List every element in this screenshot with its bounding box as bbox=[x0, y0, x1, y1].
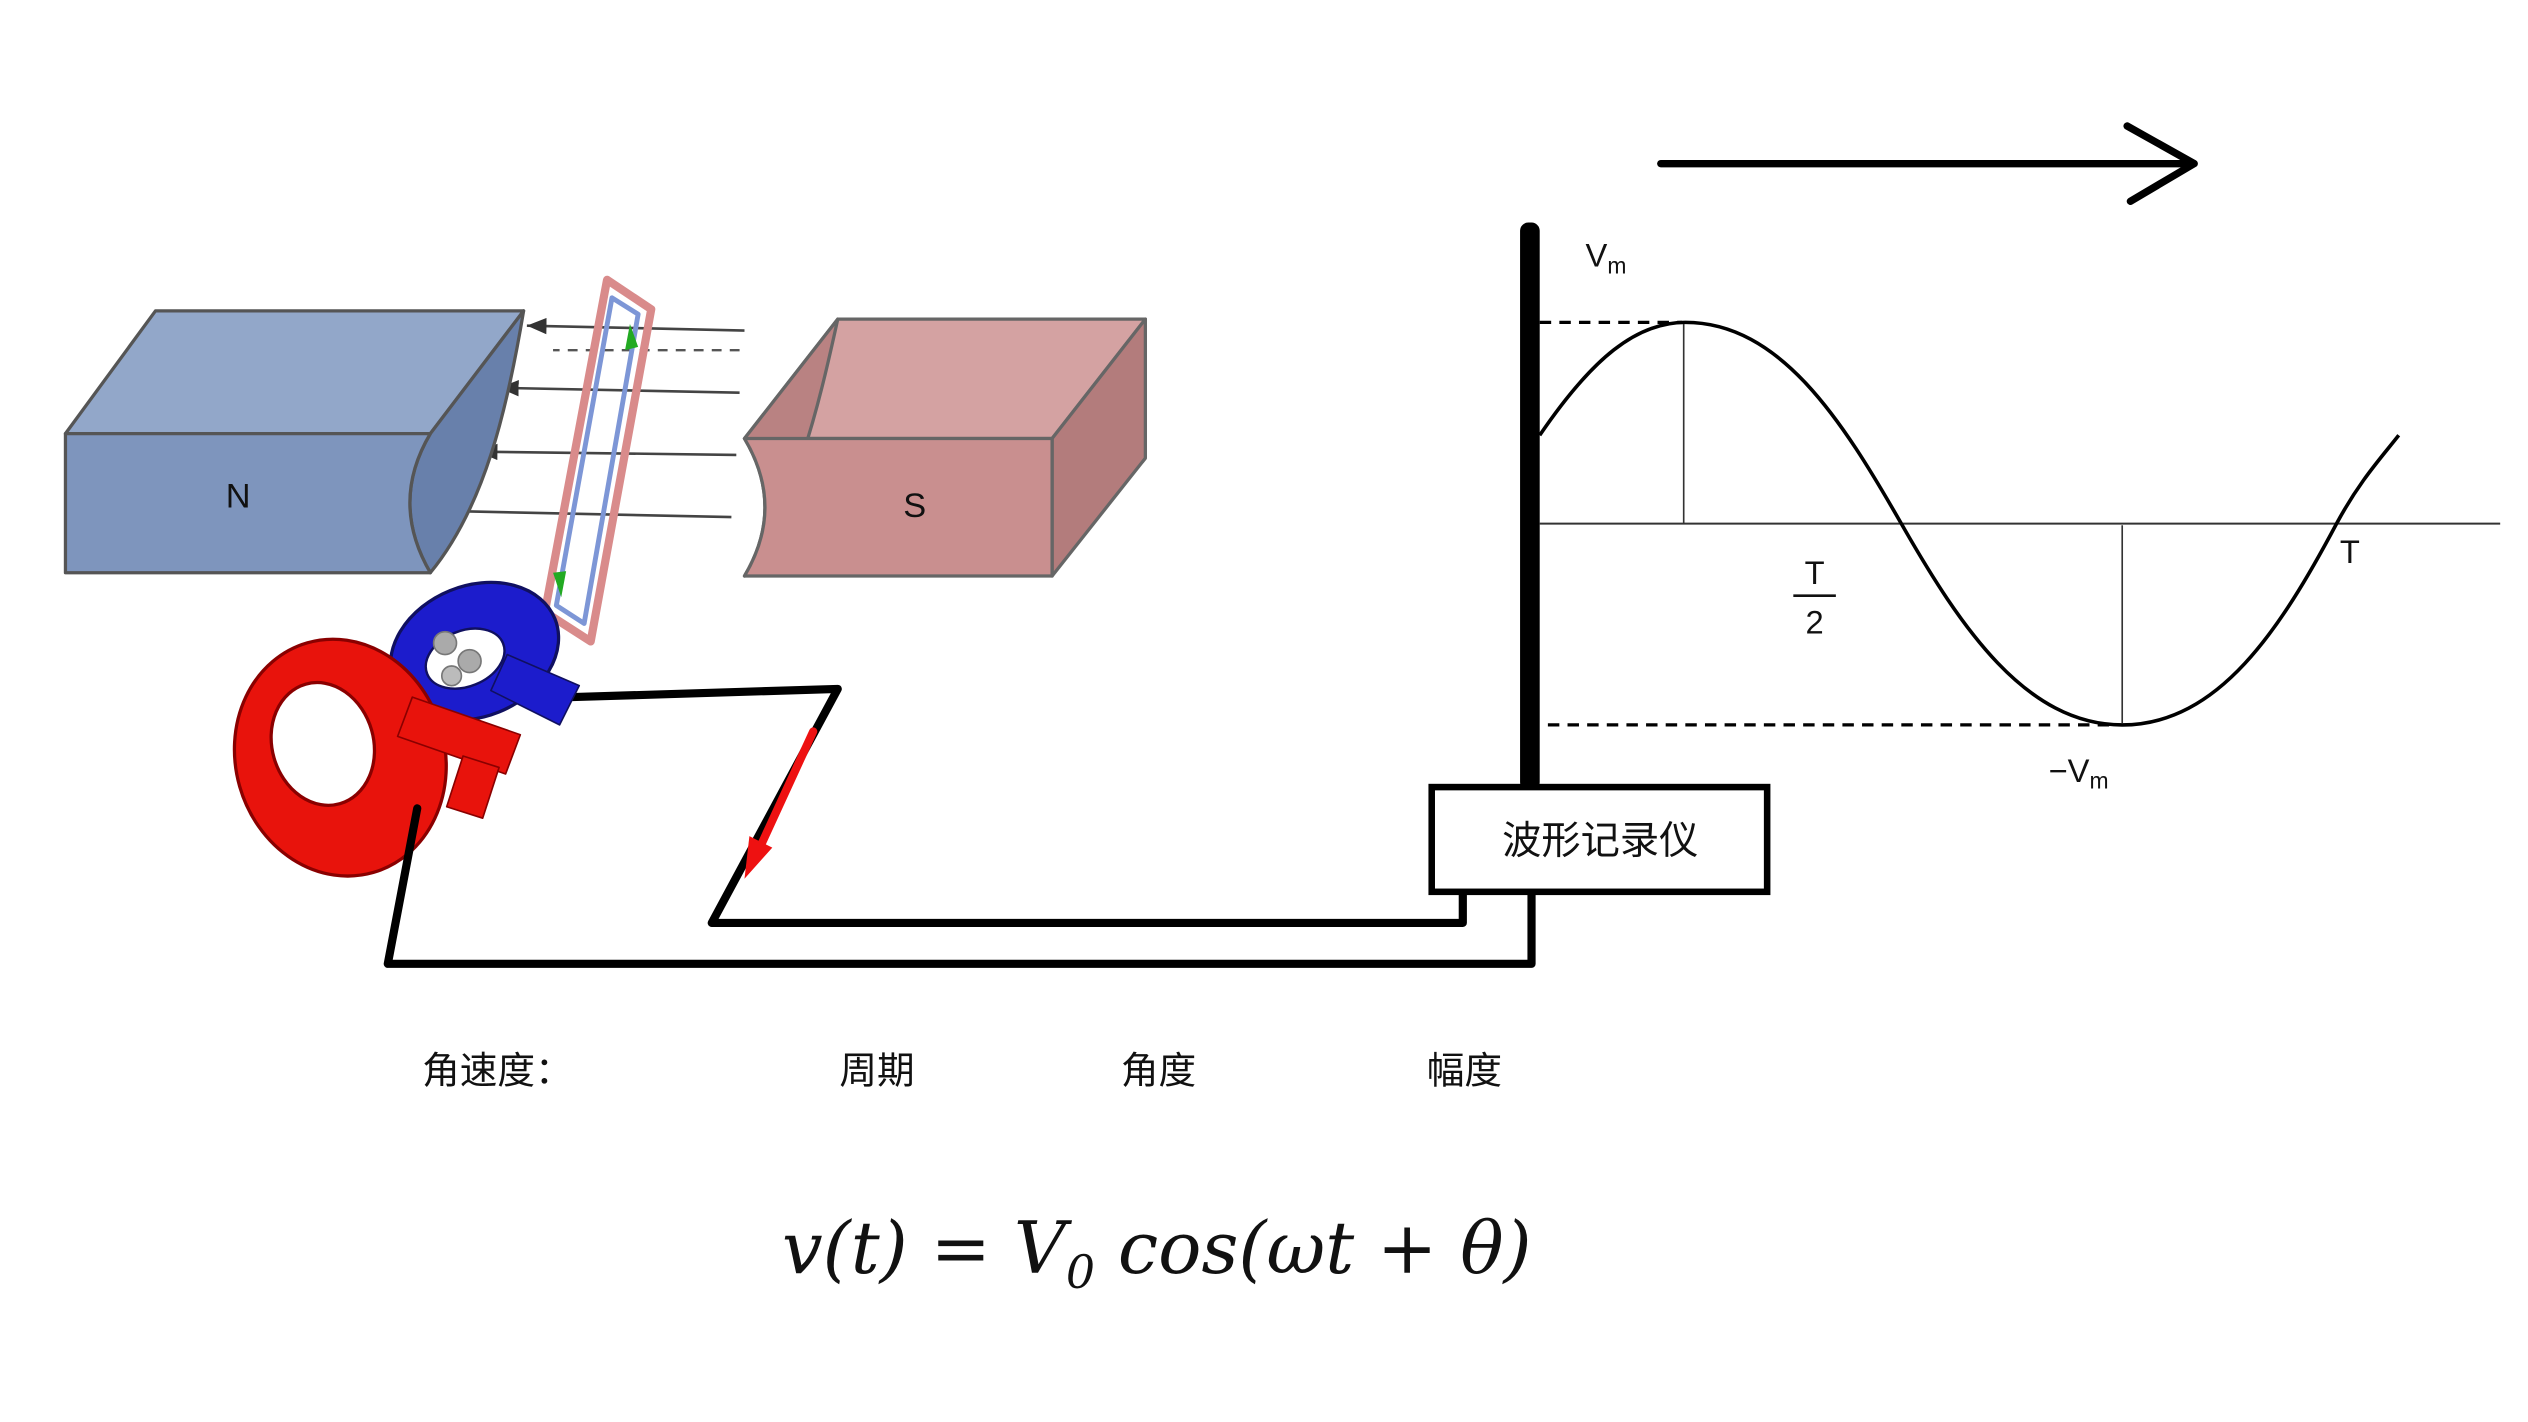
wire-bottom bbox=[383, 804, 1536, 968]
brushes bbox=[396, 630, 581, 820]
coil-current-arrow-icon bbox=[553, 571, 567, 598]
bearing-ball bbox=[440, 665, 463, 687]
svg-text:T: T bbox=[1805, 554, 1825, 591]
period-label: 周期 bbox=[839, 1049, 914, 1091]
voltage-formula: v(t) = V0 cos(ωt + θ) bbox=[782, 1206, 1532, 1299]
parameter-labels: 角速度： 周期 角度 幅度 bbox=[422, 1049, 1502, 1091]
field-line-arrow bbox=[477, 443, 737, 461]
angular-velocity-label: 角速度： bbox=[422, 1049, 573, 1091]
brush-red-hook bbox=[445, 755, 500, 820]
bearing-ball bbox=[457, 648, 482, 674]
bearing-ball bbox=[432, 630, 458, 656]
circuit-wires bbox=[383, 684, 1536, 968]
slip-ring-red bbox=[232, 637, 448, 878]
current-direction-arrow-icon bbox=[744, 727, 818, 879]
period-tick-label: T bbox=[2340, 533, 2360, 570]
magnet-north-label: N bbox=[226, 477, 251, 515]
coil-inner-frame bbox=[553, 295, 641, 626]
brush-red-arm bbox=[396, 696, 522, 775]
field-line-arrow bbox=[499, 380, 740, 397]
magnet-south-label: S bbox=[903, 487, 926, 525]
waveform-recorder-label: 波形记录仪 bbox=[1502, 819, 1698, 863]
svg-text:2: 2 bbox=[1805, 603, 1823, 640]
wire-top bbox=[568, 684, 1467, 928]
magnet-south-front-face bbox=[742, 436, 1054, 578]
coil-current-arrow-icon bbox=[625, 324, 639, 351]
time-direction-arrow-icon bbox=[1657, 122, 2198, 205]
magnet-north: N bbox=[63, 309, 526, 575]
slip-ring-red-hole bbox=[269, 680, 377, 807]
half-period-tick-label: T 2 bbox=[1793, 554, 1836, 640]
amplitude-label: 幅度 bbox=[1427, 1049, 1502, 1091]
field-line-arrow bbox=[428, 502, 732, 520]
recorder-pen-bar bbox=[1520, 222, 1540, 791]
magnet-north-front-face bbox=[63, 432, 432, 575]
magnet-south: S bbox=[742, 317, 1148, 578]
peak-voltage-label: Vm bbox=[1586, 237, 1627, 279]
brush-blue bbox=[490, 653, 581, 726]
angle-label: 角度 bbox=[1121, 1049, 1196, 1091]
waveform-recorder-box: 波形记录仪 bbox=[1428, 783, 1771, 896]
trough-voltage-label: −Vm bbox=[2049, 752, 2109, 794]
slip-rings bbox=[232, 580, 561, 878]
coil-outer-frame bbox=[540, 275, 656, 646]
waveform-graph: Vm −Vm T 2 T bbox=[1538, 237, 2501, 794]
